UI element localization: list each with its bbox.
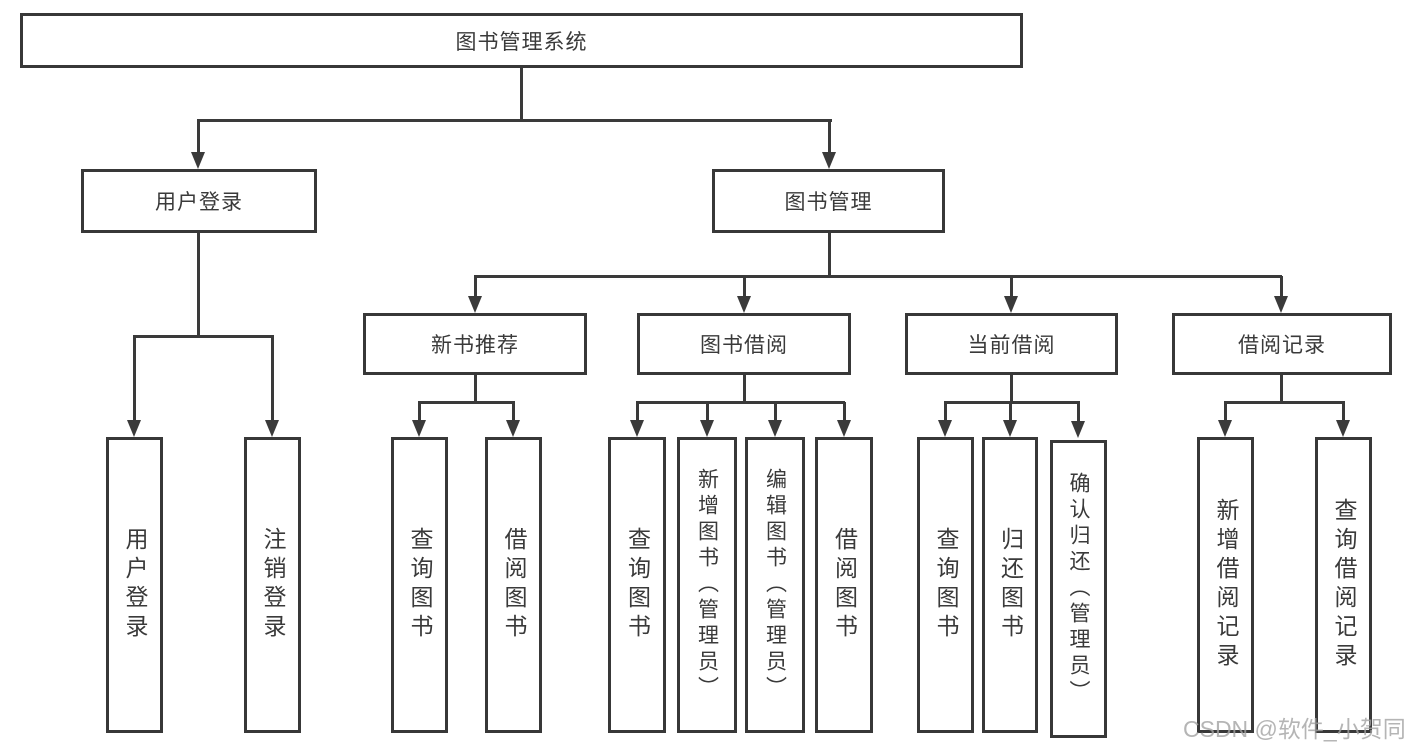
connector-drop-br-add <box>1224 402 1227 422</box>
connector-borrow-records-bus <box>1224 401 1345 404</box>
connector-root-stem <box>520 68 523 121</box>
connector-user-login-stem <box>197 233 200 337</box>
connector-drop-current-borrow <box>1010 276 1013 299</box>
leaf-cb-query-books-label: 查询图书 <box>933 527 959 643</box>
connector-root-bus <box>197 119 832 122</box>
leaf-cb-query-books: 查询图书 <box>917 437 974 733</box>
connector-current-borrow-bus <box>944 401 1080 404</box>
leaf-br-query-record-label: 查询借阅记录 <box>1331 498 1357 672</box>
leaf-bb-add-books-admin-label: 新增图书（管理员） <box>695 468 719 702</box>
node-book-borrow-label: 图书借阅 <box>700 334 788 357</box>
connector-drop-cb-confirm <box>1077 402 1080 422</box>
connector-drop-br-query <box>1342 402 1345 422</box>
leaf-bb-query-books: 查询图书 <box>608 437 666 733</box>
connector-book-mgmt-stem <box>828 233 831 278</box>
node-book-mgmt: 图书管理 <box>712 169 945 233</box>
connector-drop-bb-query <box>636 402 639 422</box>
csdn-watermark: CSDN @软件_小贺同学 <box>1183 716 1405 742</box>
arrow-to-current-borrow <box>1004 296 1018 313</box>
leaf-nb-query-books: 查询图书 <box>391 437 448 733</box>
leaf-user-login: 用户登录 <box>106 437 163 733</box>
arrow-to-bb-add <box>700 420 714 437</box>
leaf-br-add-record: 新增借阅记录 <box>1197 437 1254 733</box>
arrow-to-book-mgmt <box>822 152 836 169</box>
leaf-logout-label: 注销登录 <box>260 527 286 643</box>
arrow-to-cb-query <box>938 420 952 437</box>
connector-book-borrow-bus <box>636 401 845 404</box>
arrow-to-nb-borrow <box>506 420 520 437</box>
arrow-to-borrow-records <box>1274 296 1288 313</box>
arrow-to-new-books <box>468 296 482 313</box>
connector-drop-bb-add <box>706 402 709 422</box>
connector-book-borrow-stem <box>743 375 746 404</box>
node-root-label: 图书管理系统 <box>455 30 588 54</box>
leaf-bb-add-books-admin: 新增图书（管理员） <box>677 437 737 733</box>
leaf-cb-return-books-label: 归还图书 <box>997 527 1024 643</box>
node-root: 图书管理系统 <box>20 13 1023 68</box>
arrow-to-login-leaf <box>127 420 141 437</box>
connector-drop-cb-return <box>1009 402 1012 422</box>
node-new-books-label: 新书推荐 <box>431 334 519 357</box>
connector-drop-book-mgmt <box>828 120 831 155</box>
connector-book-mgmt-bus <box>474 275 1282 278</box>
arrow-to-cb-return <box>1003 420 1017 437</box>
leaf-bb-edit-books-admin: 编辑图书（管理员） <box>745 437 805 733</box>
connector-new-books-bus <box>418 401 515 404</box>
leaf-logout: 注销登录 <box>244 437 301 733</box>
arrow-to-br-add <box>1218 420 1232 437</box>
leaf-bb-borrow-books-label: 借阅图书 <box>831 527 858 643</box>
leaf-br-add-record-label: 新增借阅记录 <box>1213 498 1239 672</box>
leaf-bb-borrow-books: 借阅图书 <box>815 437 873 733</box>
node-current-borrow-label: 当前借阅 <box>967 334 1056 357</box>
connector-new-books-stem <box>474 375 477 404</box>
arrow-to-cb-confirm <box>1071 421 1085 438</box>
connector-drop-user-login <box>197 120 200 155</box>
node-new-books: 新书推荐 <box>363 313 587 375</box>
node-user-login: 用户登录 <box>81 169 317 233</box>
connector-drop-login-leaf <box>133 336 136 422</box>
connector-drop-nb-borrow <box>512 402 515 422</box>
leaf-bb-edit-books-admin-label: 编辑图书（管理员） <box>763 468 787 702</box>
leaf-br-query-record: 查询借阅记录 <box>1315 437 1372 733</box>
leaf-nb-query-books-label: 查询图书 <box>407 527 433 643</box>
leaf-user-login-label: 用户登录 <box>122 527 148 643</box>
leaf-cb-confirm-return-admin: 确认归还（管理员） <box>1050 440 1107 738</box>
connector-drop-book-borrow <box>743 276 746 299</box>
arrow-to-bb-borrow <box>837 420 851 437</box>
connector-drop-cb-query <box>944 402 947 422</box>
arrow-to-book-borrow <box>737 296 751 313</box>
connector-drop-bb-borrow <box>843 402 846 422</box>
connector-drop-new-books <box>474 276 477 299</box>
connector-drop-bb-edit <box>774 402 777 422</box>
arrow-to-br-query <box>1336 420 1350 437</box>
arrow-to-user-login <box>191 152 205 169</box>
node-book-mgmt-label: 图书管理 <box>784 191 873 214</box>
node-borrow-records: 借阅记录 <box>1172 313 1392 375</box>
arrow-to-logout-leaf <box>265 420 279 437</box>
connector-user-login-bus <box>133 335 274 338</box>
node-book-borrow: 图书借阅 <box>637 313 851 375</box>
leaf-cb-confirm-return-admin-label: 确认归还（管理员） <box>1067 472 1090 706</box>
connector-borrow-records-stem <box>1280 375 1283 404</box>
leaf-bb-query-books-label: 查询图书 <box>624 527 651 643</box>
connector-drop-nb-query <box>418 402 421 422</box>
leaf-nb-borrow-books-label: 借阅图书 <box>501 527 527 643</box>
leaf-nb-borrow-books: 借阅图书 <box>485 437 542 733</box>
arrow-to-bb-query <box>630 420 644 437</box>
node-current-borrow: 当前借阅 <box>905 313 1118 375</box>
connector-drop-borrow-records <box>1280 276 1283 299</box>
arrow-to-bb-edit <box>768 420 782 437</box>
leaf-cb-return-books: 归还图书 <box>982 437 1038 733</box>
connector-current-borrow-stem <box>1010 375 1013 404</box>
node-user-login-label: 用户登录 <box>155 191 243 214</box>
node-borrow-records-label: 借阅记录 <box>1238 334 1326 357</box>
connector-drop-logout-leaf <box>271 336 274 422</box>
arrow-to-nb-query <box>412 420 426 437</box>
